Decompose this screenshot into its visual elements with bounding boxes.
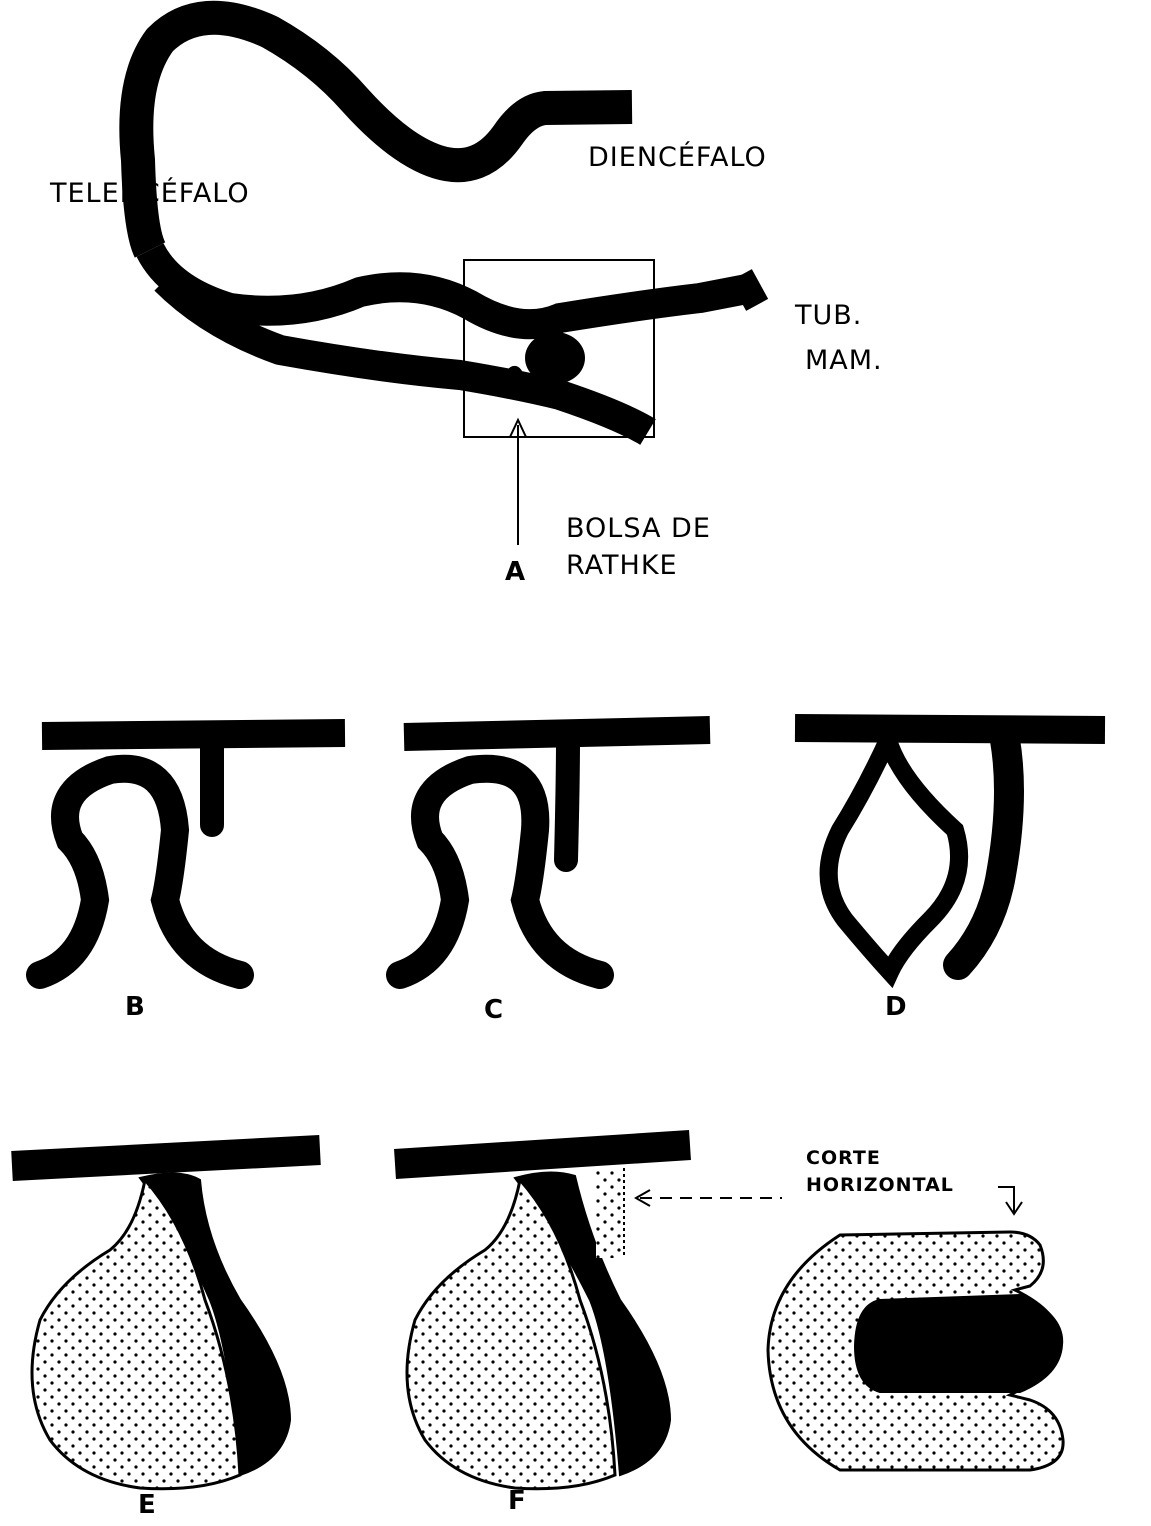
panel-f-pars-tuberalis [596,1168,624,1258]
corte-arrow [998,1187,1014,1212]
panel-b-top-bar [42,733,345,736]
label-bolsa-line1: BOLSA DE [566,513,711,544]
infundibulum-bulge [525,332,585,384]
panel-label-c: C [484,995,504,1025]
panel-label-b: B [125,992,146,1022]
label-telencefalo: TELENCÉFALO [50,178,250,209]
label-tub-mam-line1: TUB. [795,300,862,331]
panel-d-top-bar [795,728,1105,730]
panel-d-vesicle [829,740,959,972]
horizontal-section-drawing [768,1187,1063,1470]
horizontal-section-dark [855,1295,1062,1392]
neural-tube-roof [136,18,632,250]
panel-f-top-bar [395,1145,690,1164]
panel-c-drawing [400,730,710,975]
label-corte-line1: CORTE [806,1147,881,1169]
panel-d-drawing [795,728,1105,972]
label-tub-mam-line2: MAM. [805,345,883,376]
panel-f-drawing [395,1145,782,1489]
panel-label-f: F [508,1486,527,1516]
panel-a-drawing [136,18,760,545]
label-diencefalo: DIENCÉFALO [588,142,767,173]
panel-label-d: D [885,992,908,1022]
label-corte-line2: HORIZONTAL [806,1174,954,1196]
panel-label-e: E [138,1490,157,1520]
panel-label-a: A [505,557,526,587]
panel-b-drawing [40,733,345,975]
panel-e-drawing [12,1150,320,1489]
label-bolsa-line2: RATHKE [566,550,678,581]
panel-c-stalk [566,740,568,860]
tuber-extension [738,284,760,296]
panel-e-top-bar [12,1150,320,1166]
telencephalon-lower-wall [150,250,752,324]
